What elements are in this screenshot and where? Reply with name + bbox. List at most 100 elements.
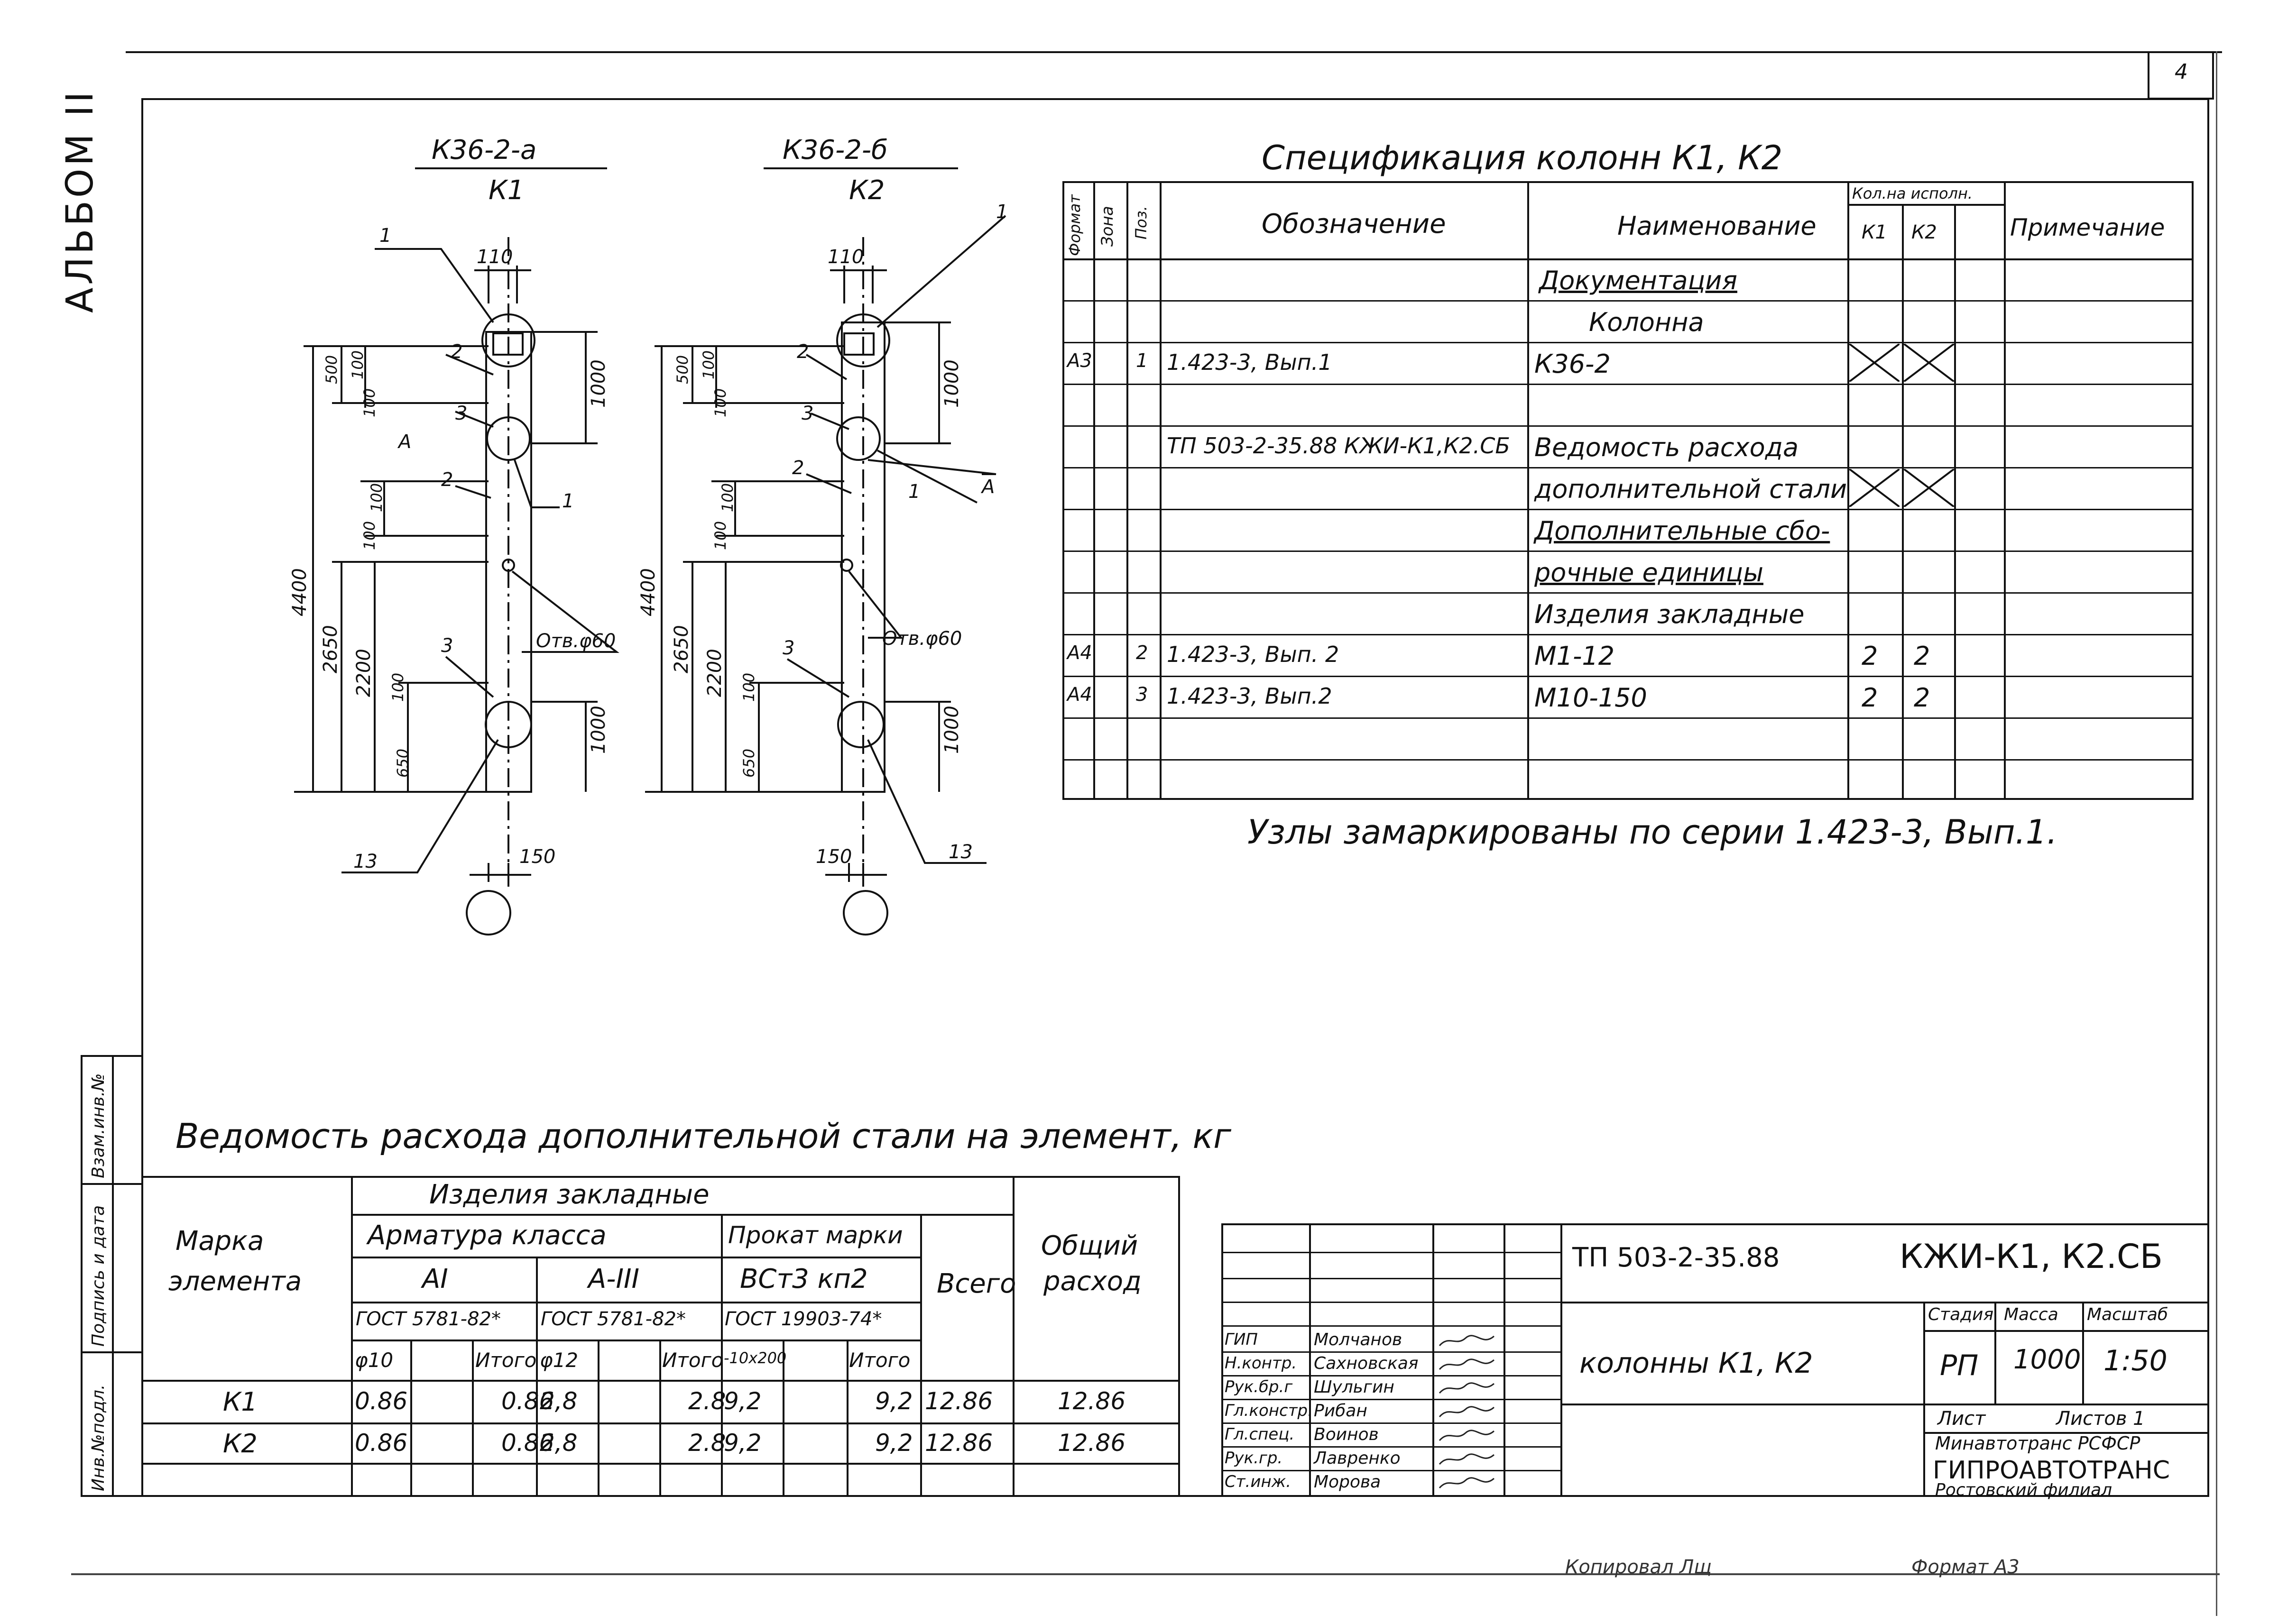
- spec-row-line: [1062, 300, 2194, 302]
- tb-drawing-code: КЖИ-К1, К2.СБ: [1900, 1237, 2163, 1276]
- steel-sub-header: φ10: [355, 1349, 394, 1372]
- k2-dim-100d: 100: [711, 521, 729, 550]
- spec-row-line: [1062, 467, 2194, 468]
- spec-header-designation: Обозначение: [1262, 209, 1446, 239]
- steel-h-gost2: ГОСТ 5781-82*: [541, 1308, 686, 1330]
- k1-callout-13: 13: [353, 851, 378, 872]
- steel-sub-header: φ12: [540, 1349, 579, 1372]
- steel-h-gost3: ГОСТ 19903-74*: [725, 1308, 882, 1330]
- k1-dim-100e: 100: [389, 673, 407, 702]
- steel-sub-header: Итого: [662, 1349, 724, 1372]
- k1-callout-1-top: 1: [379, 225, 391, 247]
- spec-cell-format: А3: [1067, 350, 1092, 372]
- spec-col-line: [1954, 204, 1956, 800]
- tb-role: Рук.бр.г: [1225, 1377, 1293, 1396]
- node-circle-k1-top: [481, 313, 535, 367]
- k2-callout-1-mid: 1: [908, 481, 920, 503]
- tb-line: [1221, 1399, 1560, 1400]
- columns-drawing: 110 150 4400 2650 2200 500 100 100 100 1…: [289, 135, 1008, 936]
- tb-person-name: Воинов: [1314, 1425, 1379, 1444]
- k2-dim-110: 110: [828, 246, 864, 268]
- spec-col-line: [1093, 181, 1095, 800]
- k2-callout-13: 13: [949, 841, 973, 863]
- spec-header-bottom: [1062, 258, 2194, 260]
- node-circle-k2-bottom: [837, 701, 885, 748]
- tb-line: [1432, 1223, 1434, 1497]
- footer-copied: Копировал Лщ: [1565, 1556, 1712, 1578]
- tb-org-2: ГИПРОАВТОТРАНС: [1933, 1456, 2170, 1485]
- k2-callout-a: А: [980, 476, 995, 498]
- tb-signature: [1437, 1404, 1496, 1422]
- spec-cell-pos: 1: [1136, 350, 1148, 372]
- hole-k2: [840, 559, 853, 572]
- k2-dim-2650: 2650: [671, 625, 692, 673]
- spec-header-format: Формат: [1066, 194, 1084, 256]
- steel-col-line: [721, 1214, 723, 1497]
- k2-dim-500: 500: [673, 355, 692, 384]
- tb-org-3: Ростовский филиал: [1935, 1480, 2112, 1500]
- spec-header-k1: К1: [1862, 221, 1887, 243]
- nodes-note: Узлы замаркированы по серии 1.423-3, Вып…: [1247, 813, 2057, 852]
- steel-row-value: 2,8: [540, 1387, 578, 1415]
- tb-code: ТП 503-2-35.88: [1572, 1242, 1780, 1273]
- steel-row-line: [141, 1380, 1180, 1382]
- tb-org-1: Минавтотранс РСФСР: [1935, 1433, 2140, 1454]
- spec-cell-designation: ТП 503-2-35.88 КЖИ-К1,К2.СБ: [1167, 433, 1510, 459]
- spec-row-line: [1062, 384, 2194, 385]
- k1-callout-3-bottom: 3: [441, 635, 453, 657]
- steel-col-line: [783, 1340, 784, 1497]
- k2-callout-3-bottom: 3: [783, 637, 794, 659]
- spec-cell-name: дополнительной стали: [1534, 474, 1847, 504]
- spec-header-pos: Поз.: [1132, 206, 1150, 239]
- tb-stage: РП: [1940, 1349, 1979, 1382]
- side-stamp-sign: Подпись и дата: [89, 1205, 108, 1347]
- k1-dim-100a: 100: [349, 350, 367, 379]
- top-trim-line: [126, 51, 2222, 53]
- steel-row-line: [351, 1302, 920, 1303]
- tb-line: [1560, 1223, 1562, 1497]
- spec-row-line: [1062, 634, 2194, 635]
- steel-col-line: [472, 1340, 474, 1497]
- k2-dim-2200: 2200: [704, 649, 726, 697]
- steel-h-mark-2: элемента: [168, 1266, 302, 1297]
- spec-cell-name: Колонна: [1589, 307, 1704, 337]
- steel-row-value: 9,2: [724, 1429, 762, 1457]
- tb-line: [1221, 1325, 1560, 1327]
- spec-cell-name: рочные единицы: [1534, 558, 1763, 587]
- steel-sub-header: -10х200: [724, 1349, 787, 1367]
- steel-row-line: [141, 1463, 1180, 1465]
- steel-row-total: 12.86: [925, 1387, 993, 1415]
- spec-cell-name: М1-12: [1534, 641, 1615, 671]
- steel-row-line: [351, 1257, 920, 1258]
- steel-row-value: 0.86: [355, 1387, 408, 1415]
- tb-signature: [1437, 1356, 1496, 1375]
- right-trim-line: [2216, 51, 2217, 1616]
- steel-row-line: [351, 1340, 920, 1341]
- steel-row-mark: К1: [223, 1387, 258, 1417]
- spec-col-line: [1847, 181, 1849, 800]
- k2-dim-1000b: 1000: [941, 706, 963, 754]
- spec-cross-mark: [1903, 343, 1955, 383]
- k2-dim-100c: 100: [719, 483, 737, 512]
- spec-cell-format: А4: [1067, 642, 1092, 664]
- k1-callout-a: А: [397, 431, 411, 453]
- steel-row-total: 12.86: [925, 1429, 993, 1457]
- steel-h-total: Всего: [937, 1268, 1016, 1299]
- tb-line: [1560, 1404, 2209, 1405]
- hole-k1: [502, 559, 515, 572]
- steel-h-overall-1: Общий: [1041, 1230, 1138, 1261]
- tb-signature: [1437, 1427, 1496, 1446]
- spec-cell-k2: 2: [1914, 683, 1930, 713]
- tb-signature: [1437, 1332, 1496, 1351]
- section-circle-k2: [843, 890, 888, 936]
- spec-row-line: [1062, 509, 2194, 510]
- embed-k2-top: [843, 332, 875, 356]
- tb-scale: 1:50: [2103, 1344, 2168, 1377]
- steel-h-aiii: А-III: [588, 1264, 640, 1294]
- bottom-trim-line: [71, 1573, 2220, 1575]
- steel-row-value: 0.86: [501, 1429, 554, 1457]
- spec-cross-mark: [1903, 468, 1955, 508]
- k1-name-title: К1: [489, 175, 524, 206]
- k1-callout-2-top: 2: [451, 341, 462, 363]
- spec-row-line: [1062, 342, 2194, 343]
